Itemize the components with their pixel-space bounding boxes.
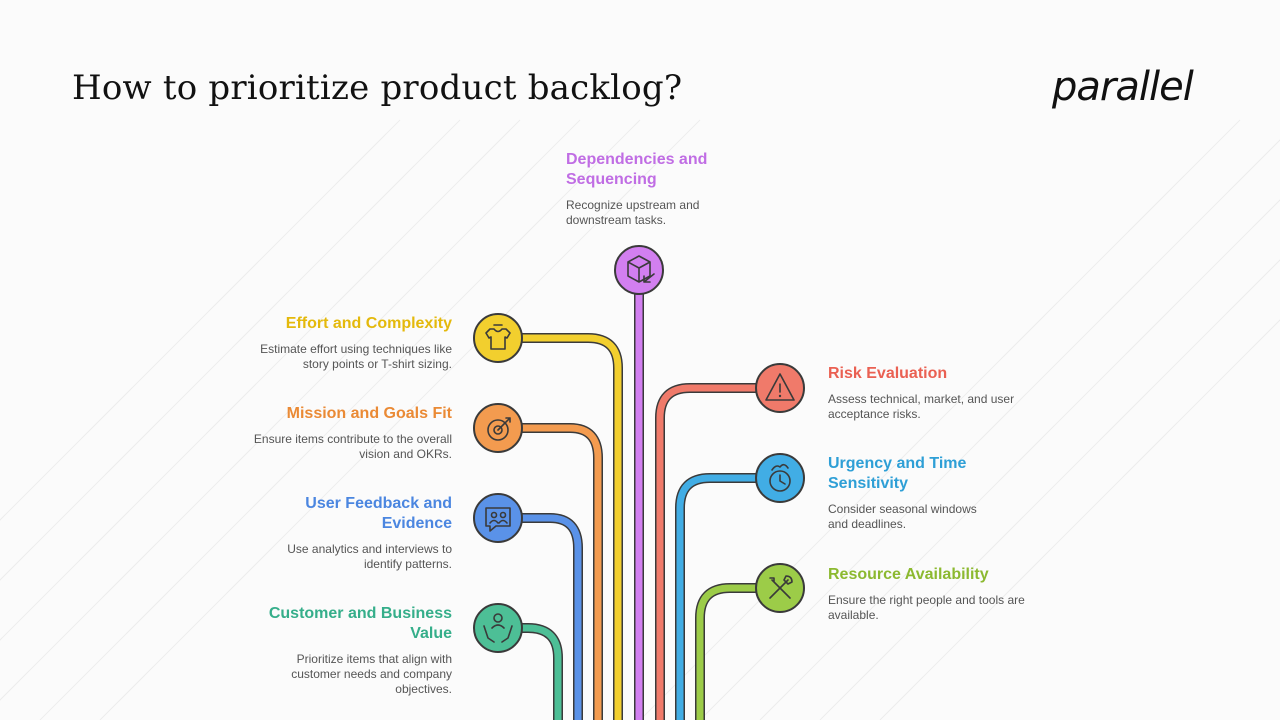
item-desc: Ensure the right people and tools are av… [828, 593, 1025, 622]
pipe-lime [696, 584, 780, 720]
brand-logo: parallel [1052, 64, 1194, 110]
item-mission: Mission and Goals Fit Ensure items contr… [252, 404, 452, 462]
page-title: How to prioritize product backlog? [72, 68, 683, 108]
item-dependencies: Dependencies and Sequencing Recognize up… [566, 150, 726, 228]
item-urgency: Urgency and Time Sensitivity Consider se… [828, 454, 998, 532]
warning-climber-icon [755, 363, 805, 413]
item-resource: Resource Availability Ensure the right p… [828, 565, 1028, 623]
item-title: Mission and Goals Fit [286, 405, 452, 422]
t-shirt-icon [473, 313, 523, 363]
item-desc: Prioritize items that align with custome… [291, 652, 452, 696]
hands-person-icon [473, 603, 523, 653]
pipe-orange [498, 424, 602, 720]
item-effort: Effort and Complexity Estimate effort us… [252, 314, 452, 372]
item-title: Urgency and Time Sensitivity [828, 455, 967, 492]
item-feedback: User Feedback and Evidence Use analytics… [252, 494, 452, 572]
item-desc: Recognize upstream and downstream tasks. [566, 198, 700, 227]
item-desc: Estimate effort using techniques like st… [260, 342, 452, 371]
item-title: Risk Evaluation [828, 365, 948, 382]
item-desc: Use analytics and interviews to identify… [287, 542, 452, 571]
pipe-yellow [498, 334, 622, 720]
target-icon [473, 403, 523, 453]
item-title: Dependencies and Sequencing [566, 151, 708, 188]
box-arrow-icon [614, 245, 664, 295]
pipe-red [656, 384, 780, 720]
pipe-green [498, 624, 562, 720]
item-title: Effort and Complexity [285, 315, 452, 332]
item-risk: Risk Evaluation Assess technical, market… [828, 364, 1038, 422]
item-customer: Customer and Business Value Prioritize i… [252, 604, 452, 697]
pipe-blue [498, 514, 582, 720]
wrench-pencil-icon [755, 563, 805, 613]
item-desc: Assess technical, market, and user accep… [828, 392, 1015, 421]
item-title: Resource Availability [828, 566, 989, 583]
users-feedback-icon [473, 493, 523, 543]
item-title: User Feedback and Evidence [305, 495, 452, 532]
item-desc: Ensure items contribute to the overall v… [253, 432, 452, 461]
item-title: Customer and Business Value [268, 605, 452, 642]
item-desc: Consider seasonal windows and deadlines. [828, 502, 977, 531]
clock-fire-icon [755, 453, 805, 503]
pipe-cyan [676, 474, 780, 720]
